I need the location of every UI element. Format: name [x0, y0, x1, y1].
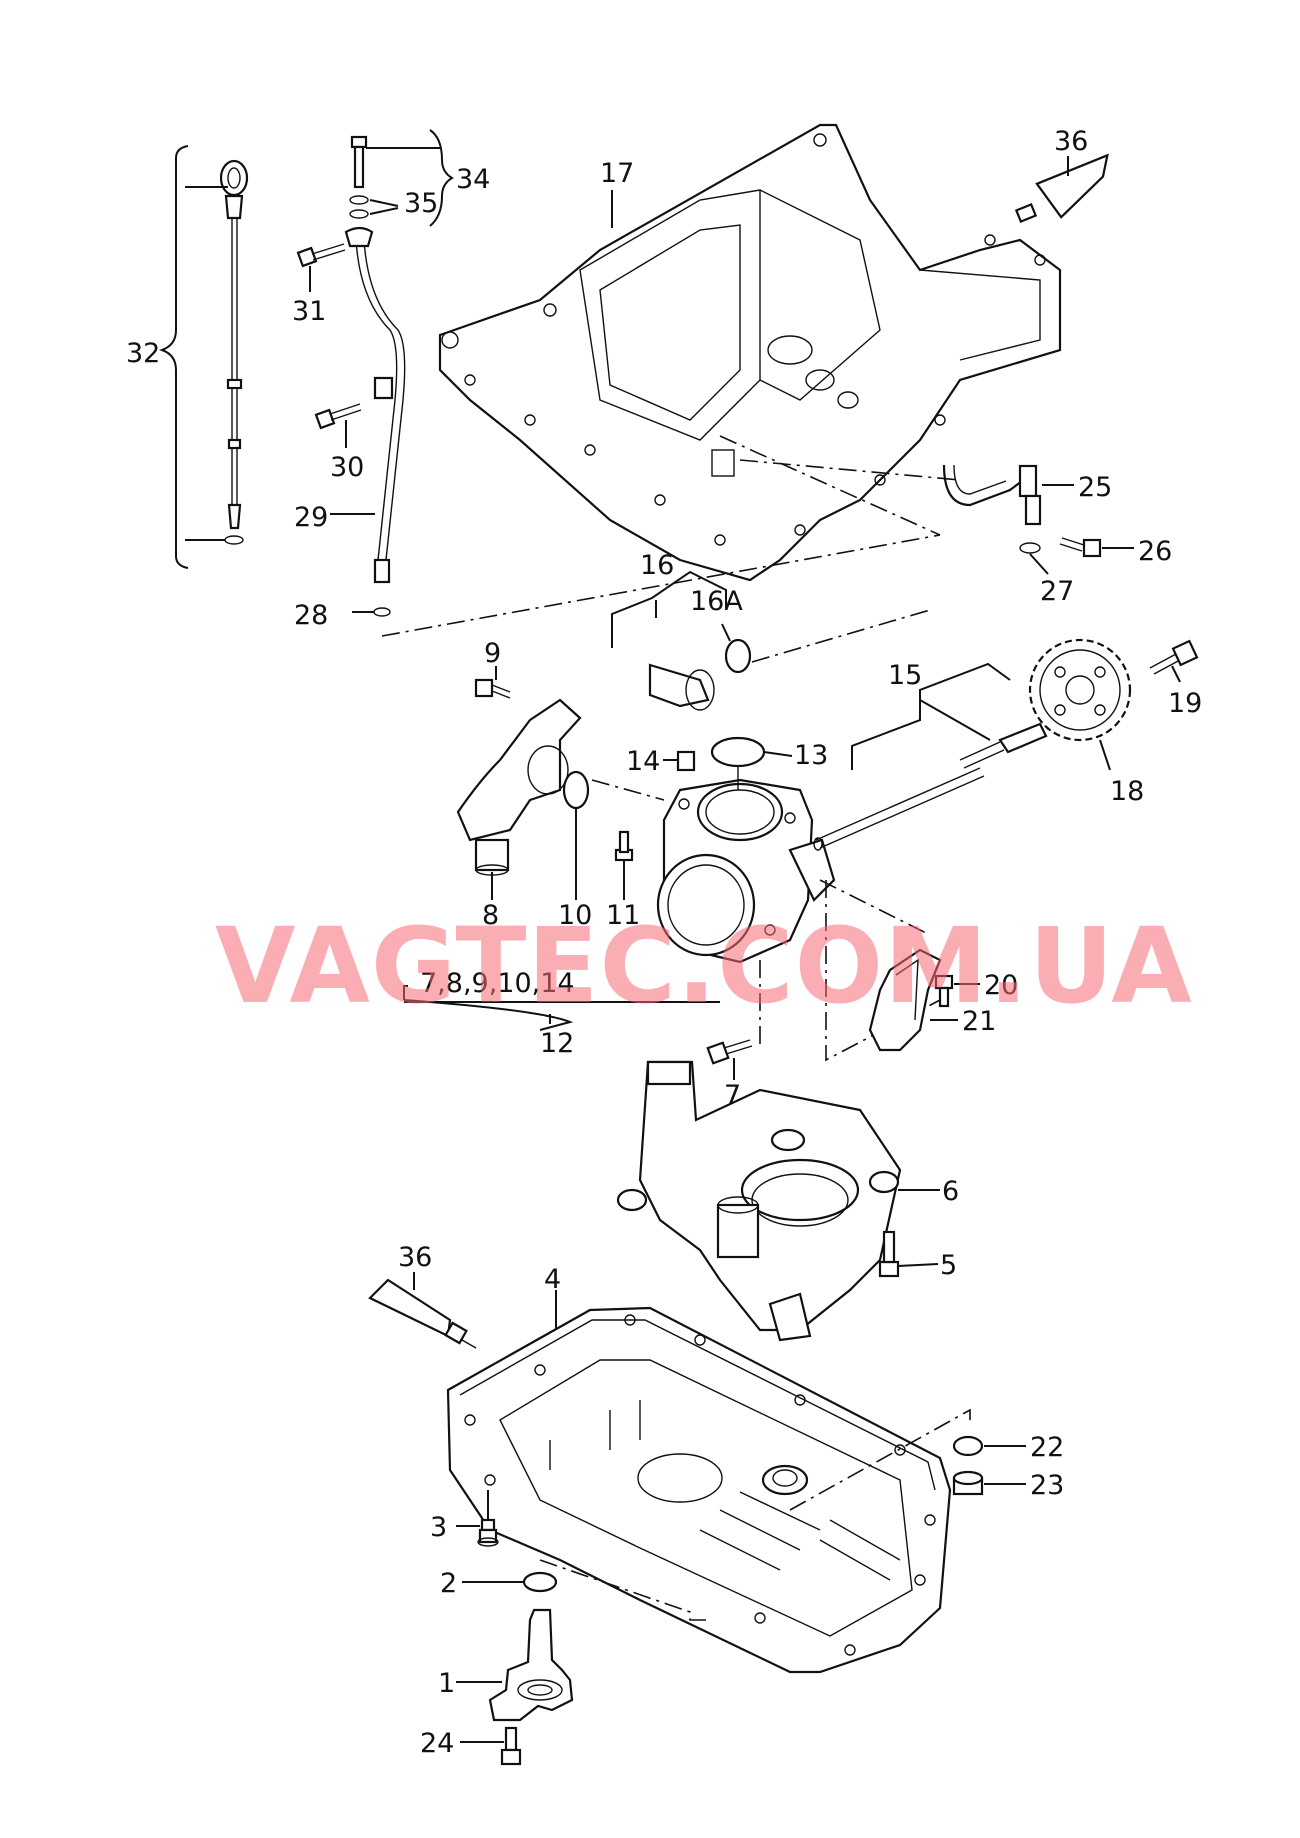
callout-12: 12	[540, 1028, 574, 1059]
callout-15: 15	[888, 660, 922, 691]
callout-17: 17	[600, 158, 634, 189]
o-ring-10[interactable]	[562, 770, 590, 900]
bolt-3[interactable]	[456, 1490, 499, 1547]
bolt-26[interactable]	[1059, 537, 1134, 558]
callout-21: 21	[962, 1006, 996, 1037]
callout-19: 19	[1168, 688, 1202, 719]
upper-oil-sump[interactable]	[438, 123, 1062, 582]
bolt-11[interactable]	[614, 830, 634, 900]
callout-16: 16	[640, 550, 674, 581]
oil-pump-housing[interactable]	[656, 778, 836, 964]
bolt-9[interactable]	[474, 666, 511, 699]
callout-13: 13	[794, 740, 828, 771]
callout-16a: 16A	[690, 586, 743, 617]
washer-22[interactable]	[952, 1435, 1026, 1457]
callout-25: 25	[1078, 472, 1112, 503]
bolt-7[interactable]	[706, 1039, 753, 1080]
assembly-12-bracket	[403, 985, 720, 1031]
callout-9: 9	[484, 638, 501, 669]
callout-30: 30	[330, 452, 364, 483]
pipe-25[interactable]	[942, 464, 1074, 526]
oil-pump-bracket-8[interactable]	[456, 698, 582, 900]
sprocket-18[interactable]	[1028, 638, 1132, 771]
bolt-20[interactable]	[934, 974, 980, 1008]
oil-baffle-6[interactable]	[616, 1060, 940, 1342]
callout-36-top: 36	[1054, 126, 1088, 157]
callout-22: 22	[1030, 1432, 1064, 1463]
callout-11: 11	[606, 900, 640, 931]
bolt-31[interactable]	[296, 243, 346, 292]
callout-26: 26	[1138, 536, 1172, 567]
oil-level-sensor-1[interactable]	[456, 1608, 574, 1722]
callout-5: 5	[940, 1250, 957, 1281]
callout-14: 14	[626, 746, 660, 777]
callout-29: 29	[294, 502, 328, 533]
callout-24: 24	[420, 1728, 454, 1759]
drive-shaft-15[interactable]	[813, 662, 1062, 851]
callout-34: 34	[456, 164, 490, 195]
callout-7: 7	[724, 1080, 741, 1111]
sealant-tube-bottom[interactable]	[368, 1272, 477, 1349]
sealant-tube-top[interactable]	[1014, 153, 1122, 223]
lower-oil-pan-4[interactable]	[446, 1290, 952, 1674]
callout-10: 10	[558, 900, 592, 931]
callout-8: 8	[482, 900, 499, 931]
baffle-21[interactable]	[868, 948, 958, 1052]
callout-35: 35	[404, 188, 438, 219]
dipstick-guide-tube[interactable]	[330, 226, 406, 617]
drain-plug-23[interactable]	[952, 1470, 1026, 1496]
callout-4: 4	[544, 1264, 561, 1295]
bolt-34[interactable]	[349, 129, 454, 227]
callout-6: 6	[942, 1176, 959, 1207]
washer-27[interactable]	[1019, 542, 1049, 575]
callout-27: 27	[1040, 576, 1074, 607]
callout-2: 2	[440, 1568, 457, 1599]
plug-14[interactable]	[663, 750, 696, 772]
bolt-5[interactable]	[878, 1230, 939, 1278]
callout-32: 32	[126, 338, 160, 369]
callout-23: 23	[1030, 1470, 1064, 1501]
callout-31: 31	[292, 296, 326, 327]
o-ring-16a[interactable]	[721, 623, 752, 674]
callout-1: 1	[438, 1668, 455, 1699]
bolt-30[interactable]	[314, 403, 362, 448]
callout-20: 20	[984, 970, 1018, 1001]
bolt-19[interactable]	[1149, 639, 1199, 683]
callout-18: 18	[1110, 776, 1144, 807]
o-ring-2[interactable]	[462, 1571, 558, 1593]
callout-12-group: 7,8,9,10,14	[420, 968, 575, 999]
bolt-24[interactable]	[460, 1726, 522, 1766]
dipstick[interactable]	[159, 145, 249, 569]
callout-36-bottom: 36	[398, 1242, 432, 1273]
callout-3: 3	[430, 1512, 447, 1543]
oil-level-sensor-16[interactable]	[611, 570, 727, 711]
seal-13[interactable]	[710, 736, 793, 790]
callout-28: 28	[294, 600, 328, 631]
